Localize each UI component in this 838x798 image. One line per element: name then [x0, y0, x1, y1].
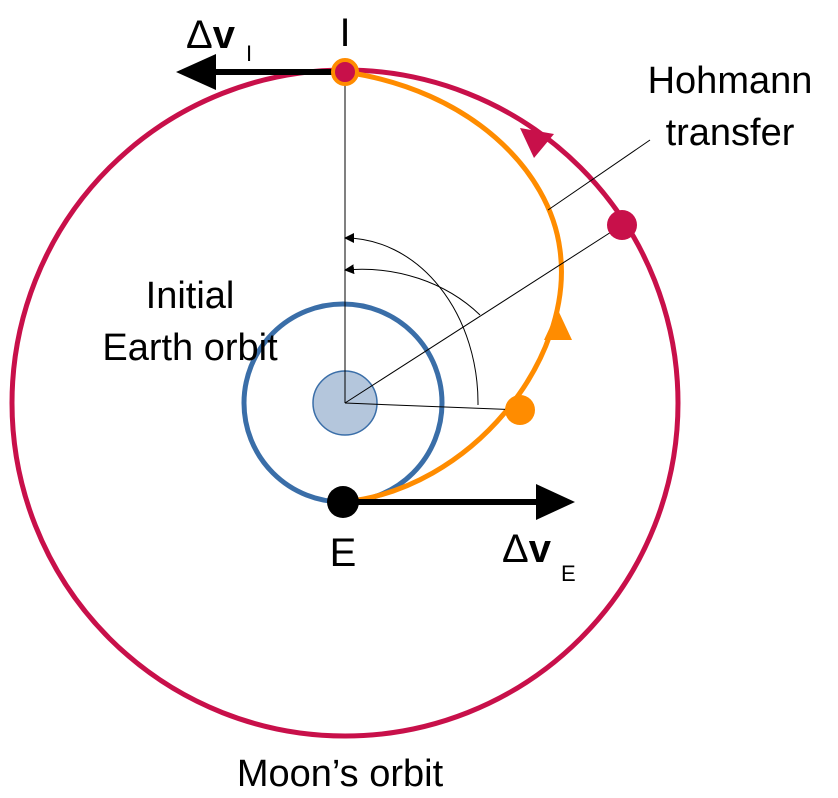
point-i-marker	[331, 58, 359, 86]
delta-v-e-arrowhead	[536, 484, 575, 520]
hohmann-transfer-arc	[342, 69, 564, 505]
hohmann-leader-line	[547, 139, 651, 211]
moon-orbit-label: Moon’s orbit	[237, 753, 444, 795]
transfer-direction-arrow	[544, 310, 572, 340]
point-i-label: I	[339, 11, 350, 55]
point-e-label: E	[330, 531, 357, 575]
moon-direction-arrow	[520, 128, 554, 158]
initial-orbit-label-line2: Earth orbit	[102, 327, 278, 369]
delta-v-i-arrowhead	[176, 54, 216, 90]
hohmann-label-line2: transfer	[666, 112, 795, 154]
delta-v-i-label: Δv I	[186, 13, 252, 66]
svg-text:Δv: Δv	[502, 527, 552, 571]
delta-v-e-label: Δv E	[502, 527, 576, 586]
hohmann-label-line1: Hohmann	[648, 60, 813, 102]
svg-text:Δv: Δv	[186, 13, 236, 57]
initial-orbit-label-line1: Initial	[146, 275, 235, 317]
moon-position-marker	[607, 210, 637, 240]
radial-line-to-craft	[344, 402, 521, 411]
angle-arc-inner	[344, 264, 481, 316]
craft-position-marker	[505, 395, 535, 425]
radial-line-to-moon	[344, 224, 623, 404]
point-e-marker	[327, 486, 359, 518]
svg-text:I: I	[246, 41, 252, 66]
svg-text:E: E	[561, 561, 576, 586]
